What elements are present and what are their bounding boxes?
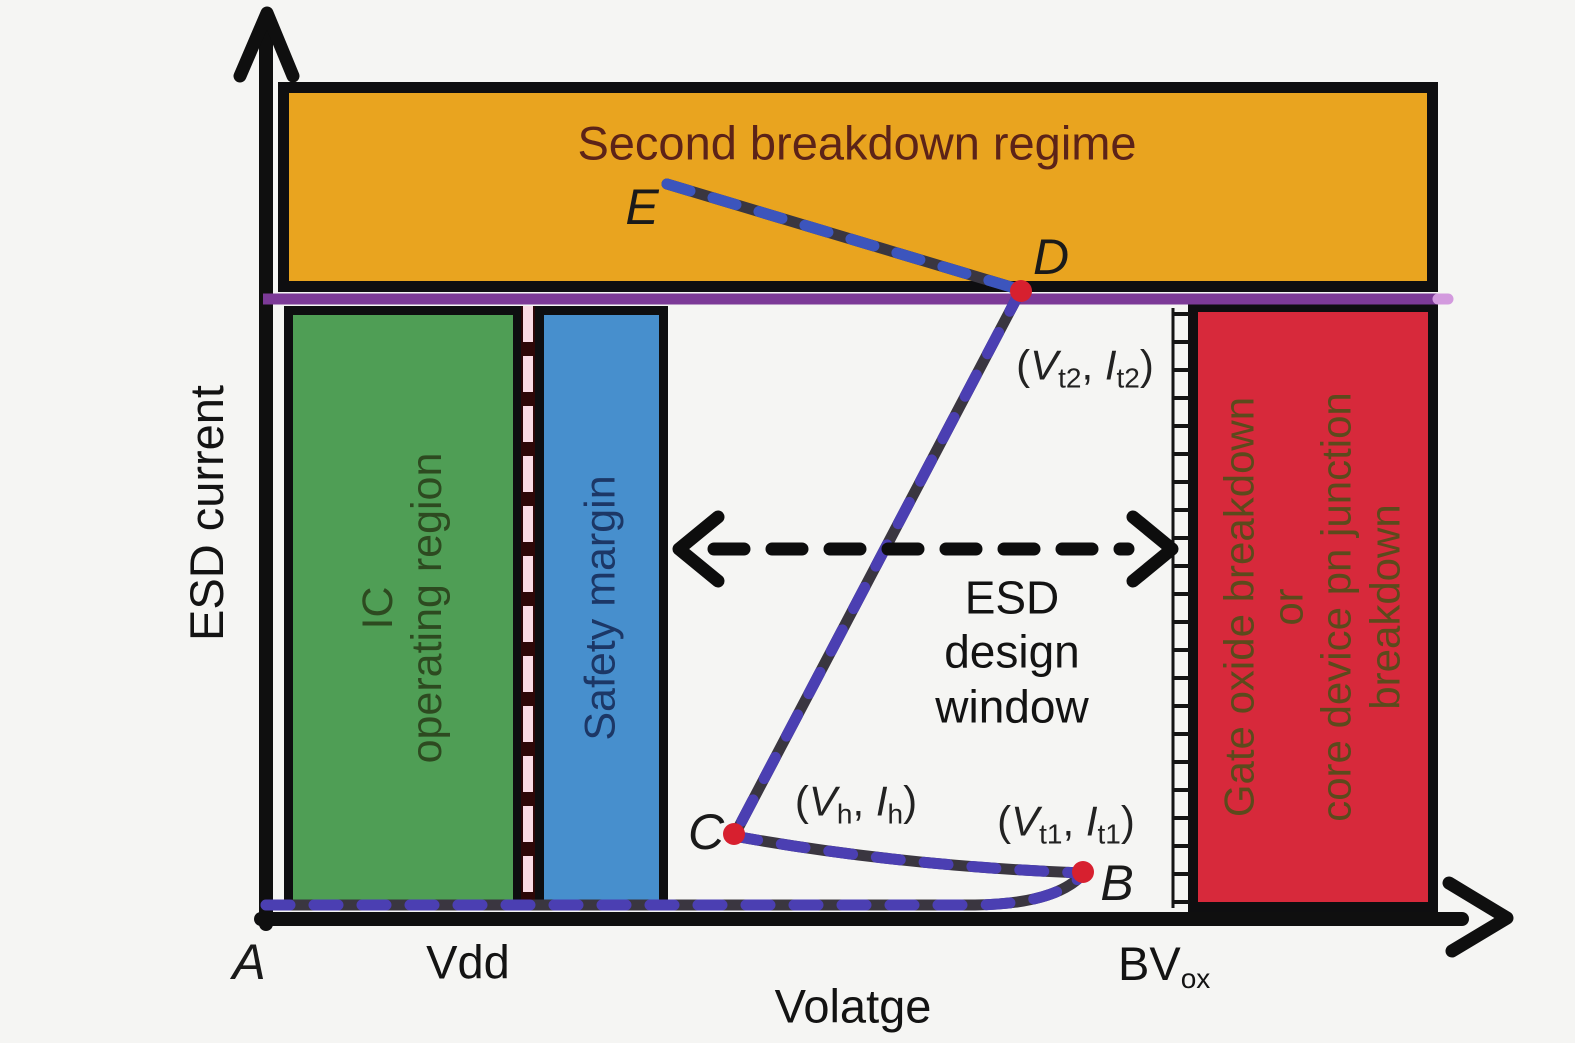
design-window-label: ESD design window — [935, 571, 1088, 734]
coord-h-open: ( — [794, 777, 809, 825]
design-window-arrow — [672, 510, 1179, 588]
coord-d-isub: t2 — [1116, 362, 1140, 394]
design-window-line1: ESD — [964, 571, 1060, 624]
coord-d-i: I — [1104, 341, 1117, 389]
coord-h-vsub: h — [836, 798, 853, 830]
second-breakdown-region — [278, 82, 1438, 292]
coord-h-v: V — [808, 777, 837, 825]
coord-t1-isub: t1 — [1097, 818, 1121, 850]
coord-d-open: ( — [1016, 341, 1031, 389]
y-axis-arrow-icon — [233, 6, 300, 83]
coord-label-vh-ih: (Vh, Ih) — [795, 778, 917, 831]
design-window-line2: design — [944, 625, 1080, 678]
coord-h-close: ) — [903, 777, 918, 825]
point-c-dot — [723, 823, 745, 845]
second-breakdown-label: Second breakdown regime — [577, 116, 1137, 170]
breakdown-line1: Gate oxide breakdown — [1215, 396, 1263, 818]
coord-d-v: V — [1030, 341, 1059, 389]
y-axis — [233, 6, 300, 931]
coord-t1-close: ) — [1120, 797, 1135, 845]
coord-h-isub: h — [887, 798, 904, 830]
breakdown-line2: or — [1264, 588, 1312, 626]
x-tick-bvox: BVox — [1118, 936, 1210, 995]
coord-t1-vsub: t1 — [1039, 818, 1063, 850]
point-b-dot — [1072, 861, 1094, 883]
point-label-a: A — [232, 934, 266, 990]
coord-d-vsub: t2 — [1058, 362, 1082, 394]
coord-t1-open: ( — [997, 797, 1012, 845]
ic-operating-region — [284, 306, 522, 910]
breakdown-line4: breakdown — [1361, 504, 1409, 710]
point-label-d: D — [1032, 229, 1070, 285]
x-axis — [254, 876, 1514, 958]
curve-points — [723, 280, 1094, 883]
coord-label-vt1-it1: (Vt1, It1) — [997, 798, 1135, 851]
bvox-sub: ox — [1180, 963, 1211, 994]
coord-h-i: I — [875, 777, 888, 825]
point-d-dot — [1010, 280, 1032, 302]
coord-t1-sep: , — [1062, 797, 1086, 845]
iv-curve — [260, 178, 1088, 911]
breakdown-label: Gate oxide breakdown or core device pn j… — [1216, 392, 1411, 822]
coord-d-close: ) — [1139, 341, 1154, 389]
design-window-line3: window — [935, 680, 1089, 733]
x-tick-vdd: Vdd — [426, 935, 510, 989]
ic-operating-line1: IC — [353, 586, 402, 630]
x-axis-label: Volatge — [774, 979, 932, 1033]
coord-d-sep: , — [1081, 341, 1105, 389]
coord-t1-i: I — [1085, 797, 1098, 845]
bvox-hatched-boundary — [1171, 308, 1190, 908]
coord-h-sep: , — [852, 777, 876, 825]
coord-label-vt2-it2: (Vt2, It2) — [1016, 342, 1154, 395]
ic-operating-line2: operating region — [403, 452, 451, 764]
safety-margin-region — [535, 306, 668, 910]
point-label-b: B — [1100, 855, 1134, 911]
safety-margin-label: Safety margin — [576, 475, 625, 741]
point-label-c: C — [687, 804, 725, 860]
arrow-right-chevron-icon — [1126, 510, 1179, 588]
y-axis-label: ESD current — [180, 385, 234, 641]
ic-operating-label: IC operating region — [354, 453, 452, 764]
coord-t1-v: V — [1011, 797, 1040, 845]
vdd-dashed-separator — [521, 306, 535, 910]
breakdown-region — [1188, 302, 1438, 912]
x-axis-arrow-icon — [1442, 876, 1514, 958]
arrow-left-chevron-icon — [672, 510, 725, 588]
breakdown-line3: core device pn junction — [1313, 392, 1360, 822]
bvox-main: BV — [1118, 937, 1181, 990]
point-label-e: E — [625, 179, 659, 235]
